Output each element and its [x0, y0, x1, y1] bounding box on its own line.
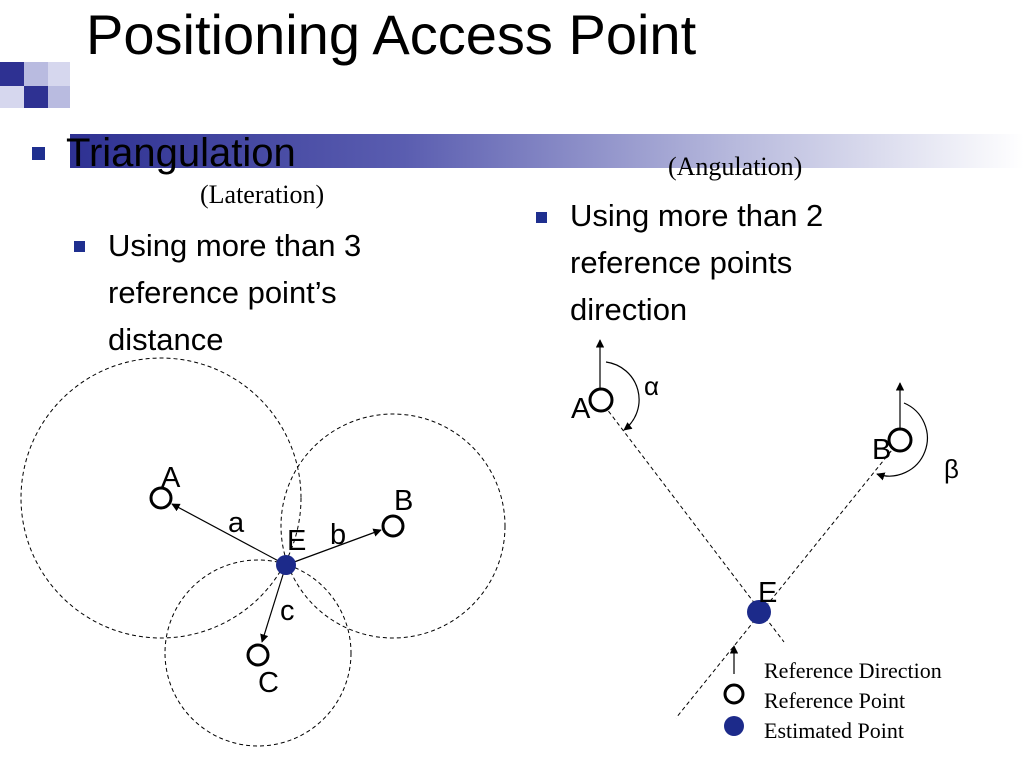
reference-point-a [149, 486, 173, 510]
left-bullet-line-3: distance [108, 322, 224, 357]
deco-square [0, 62, 24, 86]
range-circle-c [164, 559, 352, 747]
estimated-point-e [276, 555, 296, 575]
label-point-a: A [161, 462, 181, 494]
right-bullet-line-3: direction [570, 292, 688, 327]
angulation-diagram: A B E α β [571, 339, 959, 719]
deco-square [48, 62, 70, 86]
reference-point-a [588, 387, 614, 413]
label-distance-b: b [330, 519, 346, 551]
label-estimated-e: E [287, 525, 306, 557]
reference-point-b [381, 514, 405, 538]
estimated-point-e [747, 600, 771, 624]
reference-point-c [246, 643, 270, 667]
lateration-label: (Lateration) [200, 180, 325, 209]
right-bullet-line-1: Using more than 2 [570, 198, 824, 233]
distance-arrow-c [260, 564, 287, 643]
title-decoration [0, 62, 1024, 168]
slide-title: Positioning Access Point [86, 3, 697, 66]
deco-square [24, 86, 48, 108]
estimated-point-legend-icon [724, 716, 744, 736]
label-estimated-e: E [758, 577, 777, 609]
label-point-a: A [571, 393, 591, 425]
deco-square [24, 62, 48, 86]
legend-estimated-point: Estimated Point [764, 718, 904, 743]
left-bullet-line-1: Using more than 3 [108, 228, 362, 263]
label-distance-a: a [228, 507, 245, 539]
range-circle-b [280, 413, 506, 639]
bullet-square-icon [74, 241, 85, 252]
heading-triangulation: Triangulation [66, 131, 296, 175]
reference-point-b [887, 427, 913, 453]
reference-point-legend-icon [723, 683, 745, 705]
distance-arrow-a [171, 503, 287, 566]
angle-arc-alpha [605, 361, 640, 431]
title-gradient-bar [70, 134, 1024, 168]
angle-arc-beta [876, 402, 928, 481]
label-point-b: B [394, 485, 413, 517]
range-circle-a [20, 357, 302, 639]
lateration-diagram: A B C E a b c [20, 357, 506, 747]
bullet-square-icon [32, 147, 45, 160]
bearing-line-b [675, 439, 901, 719]
label-angle-alpha: α [644, 371, 659, 401]
legend-reference-direction: Reference Direction [764, 658, 942, 683]
label-point-b: B [872, 434, 891, 466]
label-angle-beta: β [944, 454, 959, 484]
angulation-label: (Angulation) [668, 152, 803, 181]
right-bullet-line-2: reference points [570, 245, 793, 280]
bullet-square-icon [536, 212, 547, 223]
left-bullet-line-2: reference point’s [108, 275, 337, 310]
label-point-c: C [258, 667, 279, 699]
deco-square [48, 86, 70, 108]
label-distance-c: c [280, 595, 295, 627]
legend-symbols [723, 645, 745, 736]
distance-arrow-b [285, 528, 382, 566]
deco-square [0, 86, 24, 108]
legend-reference-point: Reference Point [764, 688, 906, 713]
